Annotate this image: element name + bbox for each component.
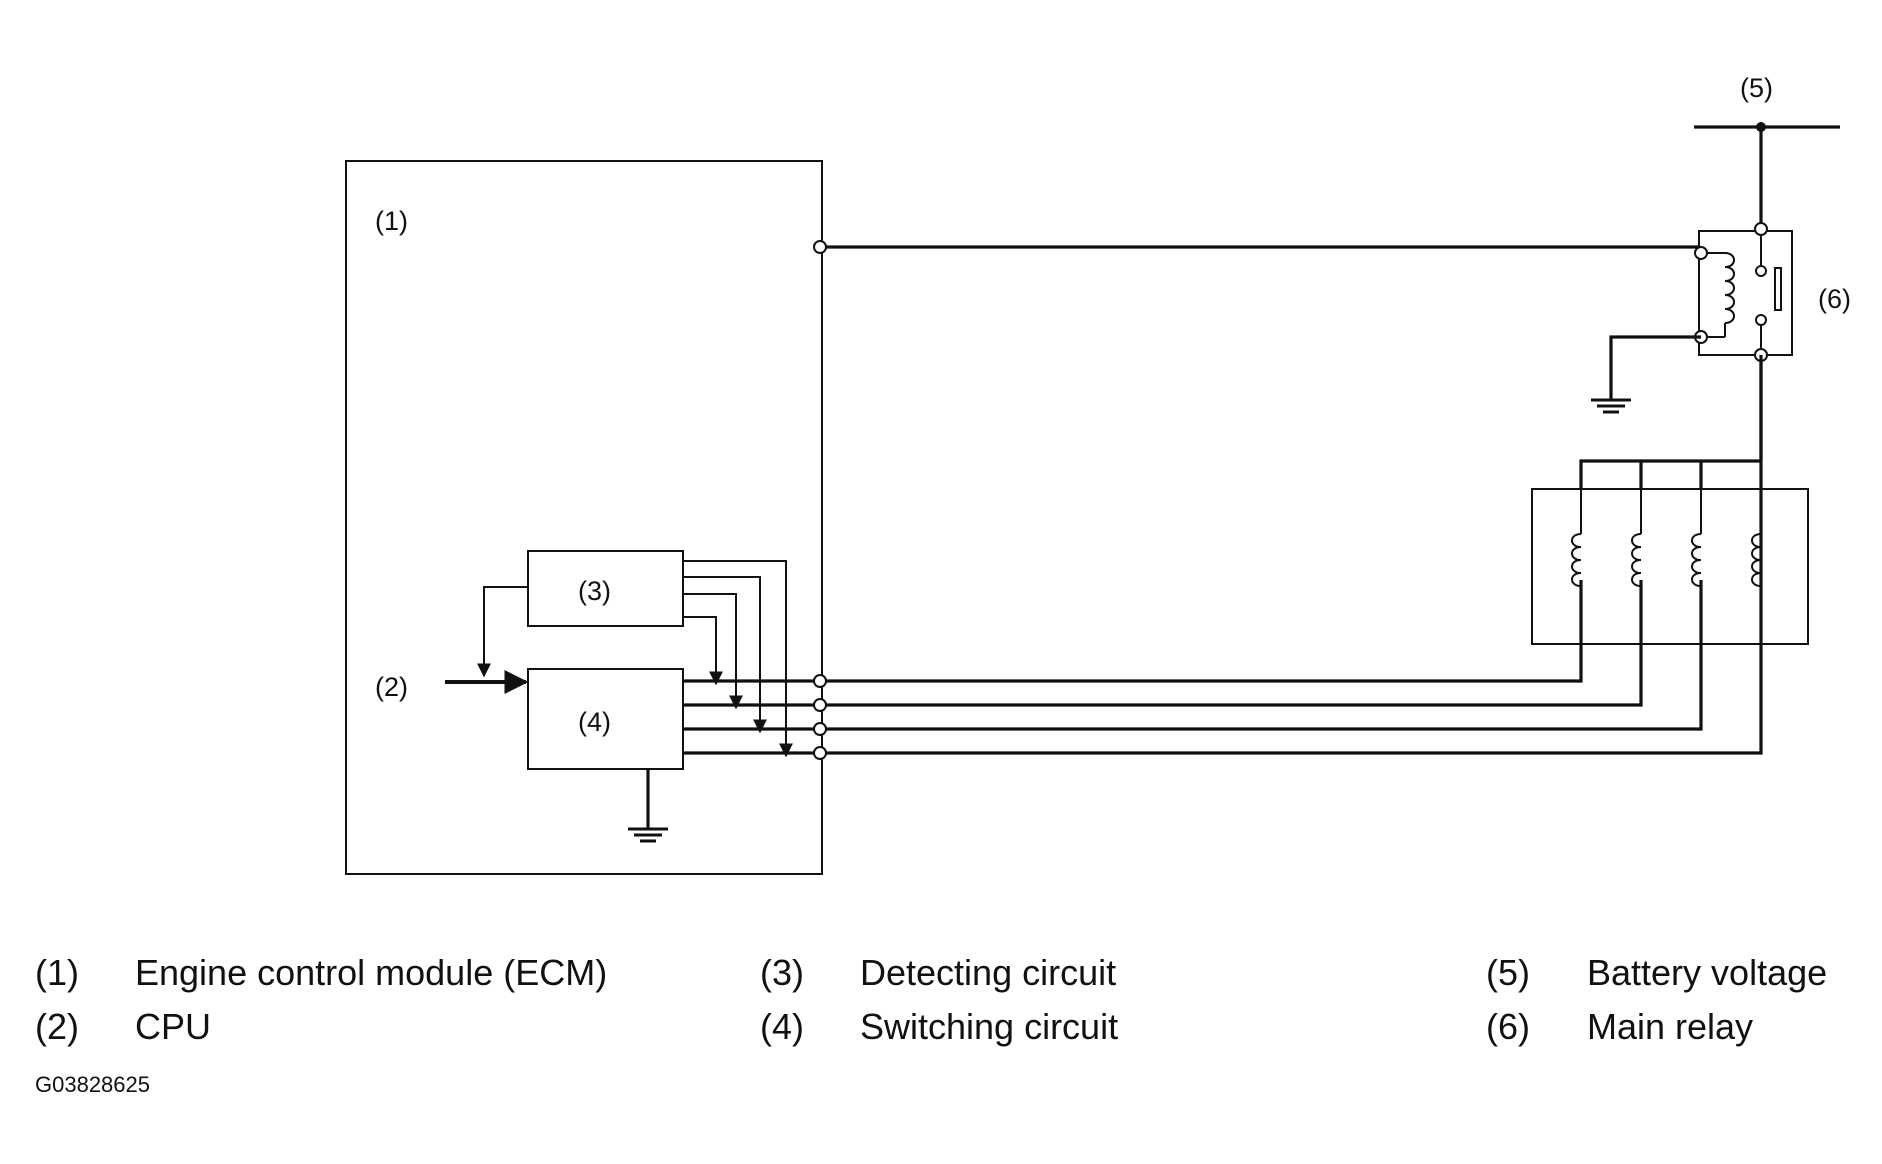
legend-num-1: (1) <box>35 952 79 993</box>
legend-num-3: (3) <box>760 952 804 993</box>
battery-label: (5) <box>1740 73 1773 103</box>
sense-line-1 <box>683 560 793 758</box>
legend-num-6: (6) <box>1486 1006 1530 1047</box>
ground-icon <box>628 827 668 843</box>
switching-circuit-label: (4) <box>578 707 611 737</box>
terminal <box>813 240 827 254</box>
injector-block <box>1531 488 1809 645</box>
output-wire-3 <box>683 580 1703 731</box>
sense-line-4 <box>683 616 723 686</box>
legend-text-3: Detecting circuit <box>860 952 1117 993</box>
detecting-circuit-label: (3) <box>578 576 611 606</box>
legend-num-4: (4) <box>760 1006 804 1047</box>
injector-supply-bus <box>1579 459 1761 490</box>
legend-text-6: Main relay <box>1587 1006 1754 1047</box>
injector-coil-icon <box>1751 490 1762 644</box>
output-wire-2 <box>683 580 1643 707</box>
injector-coil-icon <box>1571 490 1582 644</box>
legend-text-5: Battery voltage <box>1587 952 1828 993</box>
terminal <box>813 722 827 736</box>
legend-text-4: Switching circuit <box>860 1006 1119 1047</box>
output-wire-4 <box>683 352 1763 755</box>
injector-coil-icon <box>1691 490 1702 644</box>
feedback-line <box>477 586 528 678</box>
relay-control-wire <box>820 245 1700 253</box>
terminal <box>813 698 827 712</box>
injector-coils <box>1571 490 1762 644</box>
terminal <box>813 674 827 688</box>
relay-ground-wire <box>1609 335 1701 400</box>
ground-icon <box>1591 398 1631 414</box>
relay-label: (6) <box>1818 284 1851 314</box>
legend-num-2: (2) <box>35 1006 79 1047</box>
main-relay <box>1694 222 1793 362</box>
detecting-circuit-box <box>527 550 684 627</box>
legend-num-5: (5) <box>1486 952 1530 993</box>
legend-text-1: Engine control module (ECM) <box>135 952 608 993</box>
ecm-label: (1) <box>375 206 408 236</box>
sense-line-2 <box>683 576 767 734</box>
injector-coil-icon <box>1631 490 1642 644</box>
ecm-box <box>345 160 823 875</box>
output-wire-1 <box>683 580 1583 683</box>
relay-coil-icon <box>1724 252 1735 324</box>
legend-text-2: CPU <box>135 1006 212 1047</box>
terminal <box>813 746 827 760</box>
cpu-label: (2) <box>375 672 408 702</box>
sense-line-3 <box>683 593 743 710</box>
switching-circuit-box <box>527 668 684 770</box>
figure-id: G03828625 <box>35 1072 150 1097</box>
